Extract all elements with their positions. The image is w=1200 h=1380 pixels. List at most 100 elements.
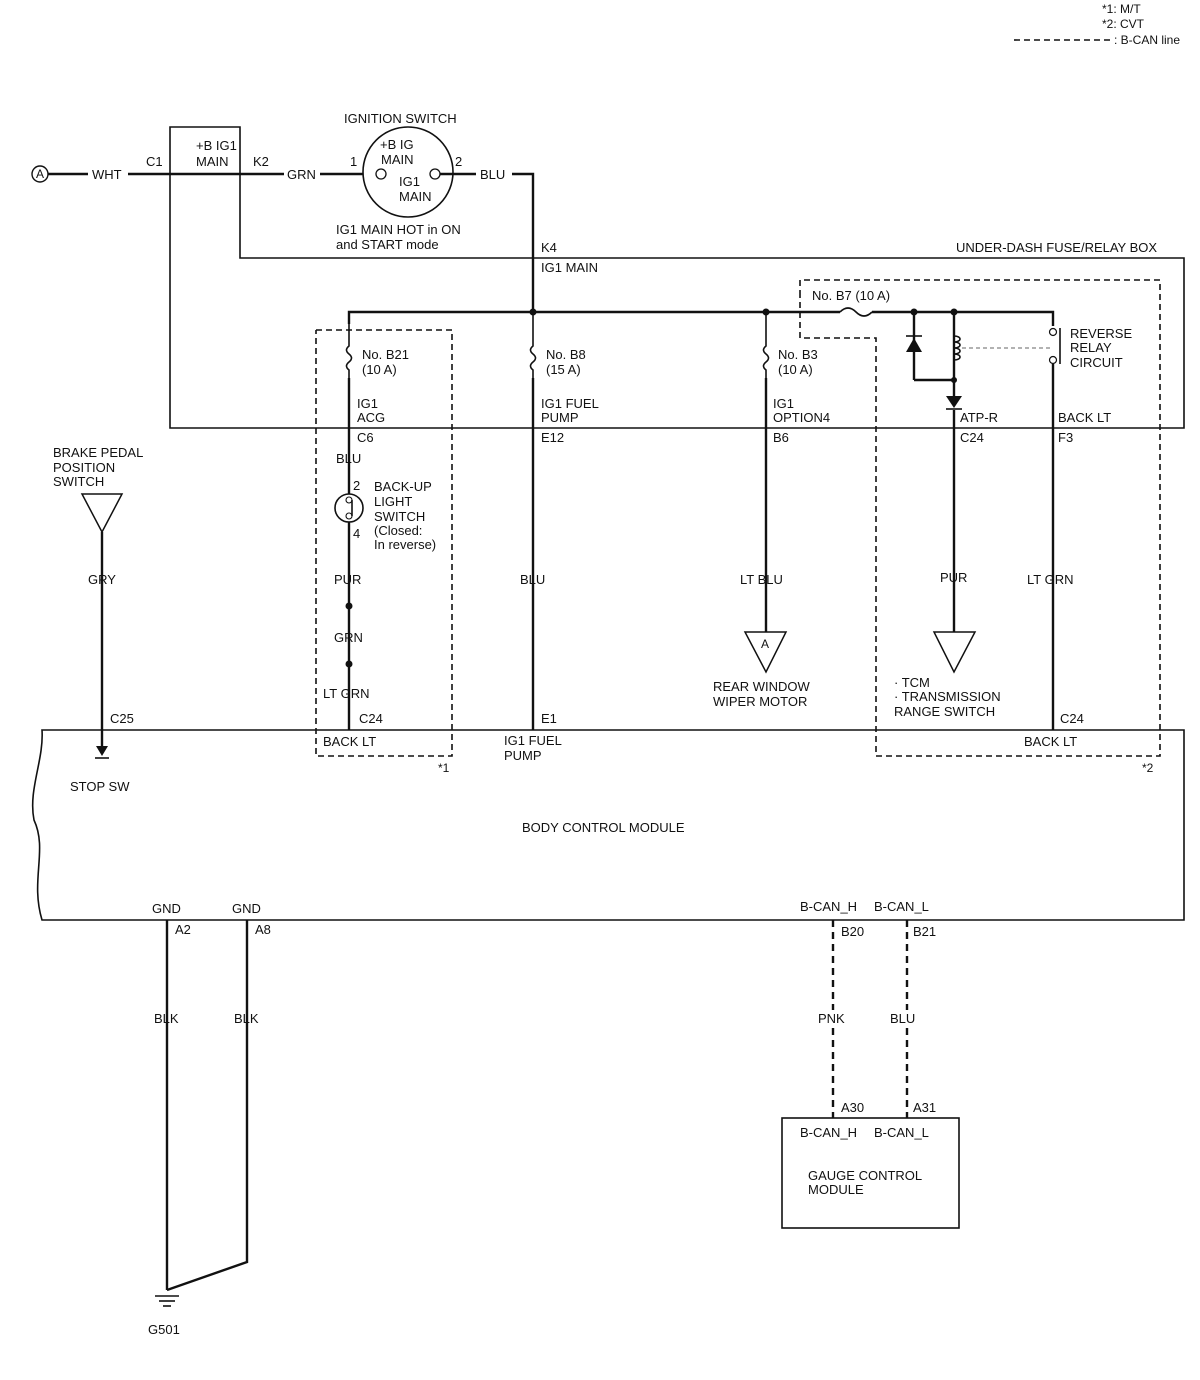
fuse-relay-box: K4 IG1 MAIN UNDER-DASH FUSE/RELAY BOX No… [347, 240, 1161, 757]
note-mt: *1 [438, 761, 450, 775]
connector-a-label: A [36, 167, 44, 181]
tcm-label-2: · TRANSMISSION [894, 689, 1001, 704]
wire-color-pnk: PNK [818, 1011, 845, 1026]
connector-c25: C25 [110, 711, 134, 726]
ignition-pin-1: 1 [350, 154, 357, 169]
legend-note-cvt: *2: CVT [1102, 17, 1145, 31]
fuse-b3-name-1: IG1 [773, 396, 794, 411]
gauge-canh: B-CAN_H [800, 1125, 857, 1140]
wire-color-pur-b21: PUR [334, 572, 361, 587]
bcm-pin-backlt-cvt: BACK LT [1024, 734, 1077, 749]
bcm-title: BODY CONTROL MODULE [522, 820, 685, 835]
under-dash-box-outline [169, 126, 1185, 429]
reverse-relay-label-1: REVERSE [1070, 326, 1132, 341]
branch-b8: No. B8 (15 A) IG1 FUEL PUMP E12 BLU E1 I… [504, 312, 599, 763]
fuse-b21-label-1: No. B21 [362, 347, 409, 362]
connector-b21: B21 [913, 924, 936, 939]
atp-r-label: ATP-R [960, 410, 998, 425]
fuse-b7-label: No. B7 (10 A) [812, 288, 890, 303]
ignition-note-2: and START mode [336, 237, 439, 252]
wire-color-blu-b21: BLU [336, 451, 361, 466]
mt-dashed-region [315, 329, 453, 757]
gauge-control-module: A30 A31 B-CAN_H B-CAN_L GAUGE CONTROL MO… [781, 1100, 960, 1229]
bus-ig1main-label: IG1 MAIN [541, 260, 598, 275]
tcm-triangle [932, 631, 977, 674]
legend-note-mt: *1: M/T [1102, 2, 1141, 16]
back-lt-label: BACK LT [1058, 410, 1111, 425]
ignition-switch-title: IGNITION SWITCH [344, 111, 457, 126]
ignition-pin-2: 2 [455, 154, 462, 169]
fuse-b7-symbol [839, 307, 873, 317]
branch-backlt-cvt: BACK LT F3 LT GRN C24 BACK LT *2 [1024, 364, 1154, 775]
connector-a-triangle-label: A [761, 637, 769, 651]
ground-g501: G501 [148, 1322, 180, 1337]
bcm-pin-backlt-mt: BACK LT [323, 734, 376, 749]
connector-b20: B20 [841, 924, 864, 939]
branch-atp: ATP-R C24 PUR · TCM · TRANSMISSION RANGE… [894, 410, 1001, 719]
fuse-b3-symbol [762, 312, 770, 378]
rear-wiper-label-1: REAR WINDOW [713, 679, 811, 694]
diode-symbol [906, 338, 922, 352]
ignition-note-1: IG1 MAIN HOT in ON [336, 222, 461, 237]
wire-color-blu-b8: BLU [520, 572, 545, 587]
note-cvt: *2 [1142, 761, 1154, 775]
ignition-switch-body [362, 126, 454, 218]
bcm-gnd-1: GND [152, 901, 181, 916]
stop-sw-label: STOP SW [70, 779, 130, 794]
legend: *1: M/T *2: CVT : B-CAN line [1014, 2, 1180, 47]
fuse-b21-name-2: ACG [357, 410, 385, 425]
switch-label-5: In reverse) [374, 537, 436, 552]
gauge-title-1: GAUGE CONTROL [808, 1168, 922, 1183]
reverse-relay-label-3: CIRCUIT [1070, 355, 1123, 370]
switch-label-3: SWITCH [374, 509, 425, 524]
wire-color-blu-ign: BLU [480, 167, 505, 182]
relay-coil-symbol [953, 335, 961, 361]
fuse-b3-name-2: OPTION4 [773, 410, 830, 425]
switch-pin-2: 2 [353, 478, 360, 493]
bcm-canl: B-CAN_L [874, 899, 929, 914]
bcm-pin-fuel-1: IG1 FUEL [504, 733, 562, 748]
bcm-gnd-2: GND [232, 901, 261, 916]
wire-color-grn-b21: GRN [334, 630, 363, 645]
stop-sw-arrow [96, 746, 108, 756]
fuse-b3-label-1: No. B3 [778, 347, 818, 362]
brake-pedal-switch: BRAKE PEDAL POSITION SWITCH GRY C25 STOP… [53, 445, 143, 794]
switch-pin-4: 4 [353, 526, 360, 541]
connector-a31: A31 [913, 1100, 936, 1115]
fuse-bigmain-label-1: +B IG1 [196, 138, 237, 153]
rear-wiper-label-2: WIPER MOTOR [713, 694, 807, 709]
wire-color-ltgrn-b21: LT GRN [323, 686, 369, 701]
bcm-box [31, 729, 1185, 921]
ignition-bigmain-1: +B IG [380, 137, 414, 152]
legend-bcan-label: : B-CAN line [1114, 33, 1180, 47]
fuse-relay-box-title: UNDER-DASH FUSE/RELAY BOX [956, 240, 1157, 255]
connector-c24-cvt: C24 [1060, 711, 1084, 726]
wire-color-blk-2: BLK [234, 1011, 259, 1026]
fuse-b3-label-2: (10 A) [778, 362, 813, 377]
connector-c24-atp: C24 [960, 430, 984, 445]
diode-atp-symbol [946, 396, 962, 408]
fuse-b21-label-2: (10 A) [362, 362, 397, 377]
body-control-module: BODY CONTROL MODULE GND GND A2 A8 BLK BL… [31, 729, 1185, 1337]
connector-a2: A2 [175, 922, 191, 937]
gauge-canl: B-CAN_L [874, 1125, 929, 1140]
wire-color-blk-1: BLK [154, 1011, 179, 1026]
fuse-b8-label-2: (15 A) [546, 362, 581, 377]
brake-switch-label-3: SWITCH [53, 474, 104, 489]
fuse-b8-label-1: No. B8 [546, 347, 586, 362]
connector-b6: B6 [773, 430, 789, 445]
ignition-ig1main-1: IG1 [399, 174, 420, 189]
branch-b21: No. B21 (10 A) IG1 ACG C6 BLU 2 4 BACK-U… [315, 324, 453, 775]
connector-e1: E1 [541, 711, 557, 726]
wire-color-gry: GRY [88, 572, 116, 587]
fuse-b8-name-1: IG1 FUEL [541, 396, 599, 411]
connector-a-triangle [743, 631, 788, 674]
fuse-b21-name-1: IG1 [357, 396, 378, 411]
ignition-switch: IGNITION SWITCH 1 2 +B IG MAIN IG1 MAIN … [336, 111, 535, 312]
gauge-module-box [781, 1117, 960, 1229]
switch-label-4: (Closed: [374, 523, 422, 538]
ignition-bigmain-2: MAIN [381, 152, 414, 167]
reverse-relay-label-2: RELAY [1070, 340, 1112, 355]
switch-label-2: LIGHT [374, 494, 412, 509]
